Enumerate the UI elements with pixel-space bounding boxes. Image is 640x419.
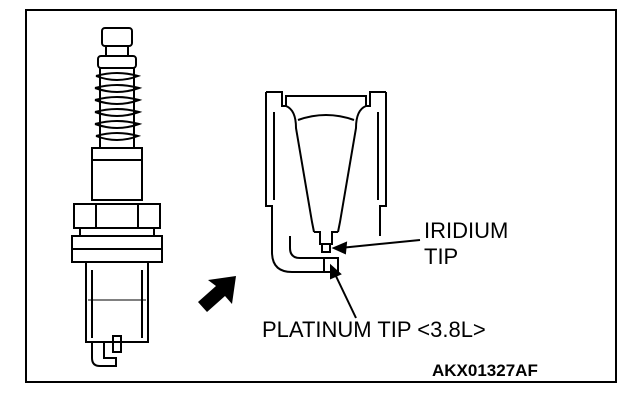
direction-arrow-icon <box>198 276 236 312</box>
iridium-tip-label-line2: TIP <box>424 244 458 269</box>
leader-lines <box>330 239 421 319</box>
electrode-cross-section <box>265 91 387 273</box>
iridium-tip-label-line1: IRIDIUM <box>424 218 508 243</box>
platinum-tip-label: PLATINUM TIP <3.8L> <box>262 317 486 342</box>
diagram-frame <box>25 9 617 383</box>
figure-code: AKX01327AF <box>432 361 538 380</box>
spark-plug-illustration <box>71 27 163 367</box>
